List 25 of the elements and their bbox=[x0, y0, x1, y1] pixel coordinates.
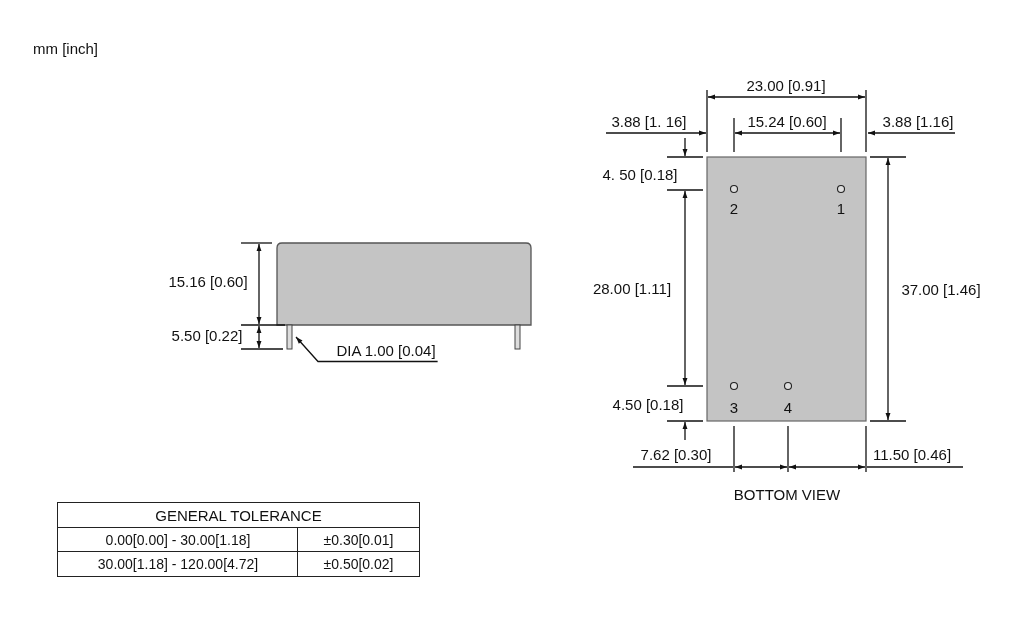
dimension-label: 4.50 [0.18] bbox=[612, 395, 684, 413]
dimension-label: 11.50 [0.46] bbox=[872, 445, 952, 463]
dimension-label: 15.16 [0.60] bbox=[168, 272, 248, 290]
table-cell: ±0.30[0.01] bbox=[297, 527, 420, 552]
pin-number: 1 bbox=[836, 199, 846, 217]
pin-number: 2 bbox=[729, 199, 739, 217]
dimension-label: 3.88 [1. 16] bbox=[611, 112, 687, 130]
dimension-label: 5.50 [0.22] bbox=[171, 326, 243, 344]
table-header: GENERAL TOLERANCE bbox=[57, 502, 420, 528]
dimension-label: DIA 1.00 [0.04] bbox=[336, 341, 436, 359]
pin-number: 4 bbox=[783, 398, 793, 416]
dimension-label: 15.24 [0.60] bbox=[747, 112, 827, 130]
view-title: BOTTOM VIEW bbox=[733, 485, 841, 503]
table-cell: 30.00[1.18] - 120.00[4.72] bbox=[57, 551, 299, 577]
table-cell: ±0.50[0.02] bbox=[297, 551, 420, 577]
dimension-label: 7.62 [0.30] bbox=[640, 445, 712, 463]
pin-number: 3 bbox=[729, 398, 739, 416]
leader-line bbox=[295, 336, 439, 363]
pin bbox=[286, 324, 293, 350]
dimension-label: 37.00 [1.46] bbox=[901, 280, 981, 298]
dimension-label: 3.88 [1.16] bbox=[882, 112, 954, 130]
dimension-label: 4. 50 [0.18] bbox=[602, 165, 678, 183]
unit-note: mm [inch] bbox=[33, 39, 98, 57]
dimension-label: 28.00 [1.11] bbox=[592, 279, 672, 297]
dimension-label: 23.00 [0.91] bbox=[746, 76, 826, 94]
